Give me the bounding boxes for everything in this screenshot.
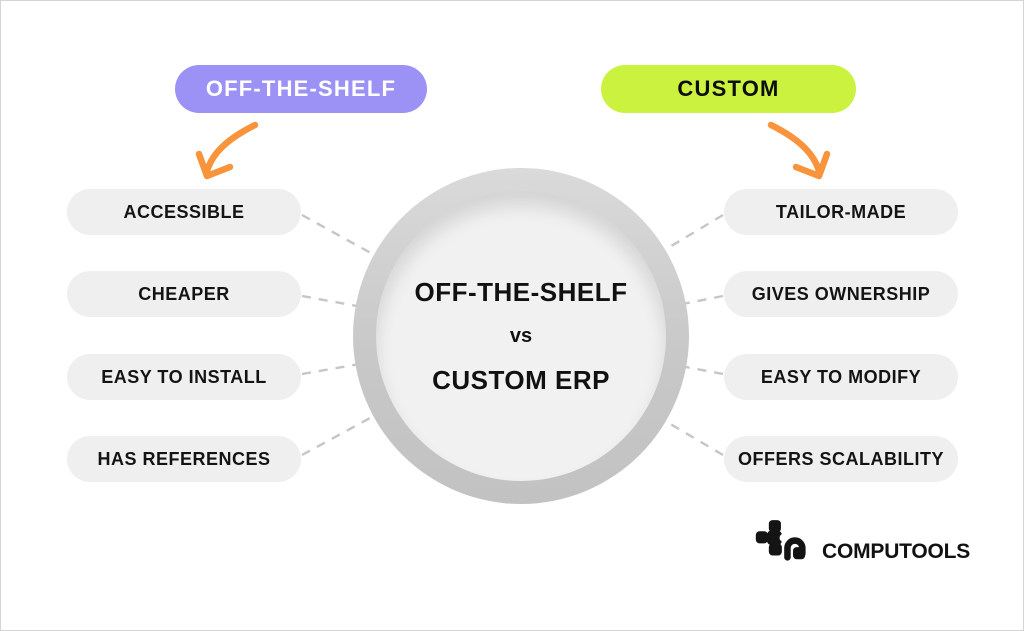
tag-off-the-shelf: OFF-THE-SHELF — [175, 65, 427, 113]
right-arrowhead-icon — [792, 150, 831, 180]
computools-logo-text: COMPUTOOLS — [822, 540, 971, 563]
left-arrowhead-icon — [195, 150, 234, 180]
orange-arrows — [195, 121, 831, 180]
pill-offers-scalability: OFFERS SCALABILITY — [724, 436, 958, 482]
center-circle: OFF-THE-SHELF vs CUSTOM ERP — [376, 191, 666, 481]
connector-cheaper — [301, 294, 522, 338]
pill-easy-to-install: EASY TO INSTALL — [67, 354, 301, 400]
left-curved-arrow-icon — [203, 121, 259, 175]
tag-custom: CUSTOM — [601, 65, 856, 113]
center-title-line1: OFF-THE-SHELF — [414, 277, 628, 307]
connector-easy-to-install — [301, 334, 522, 376]
computools-logo: COMPUTOOLS — [753, 520, 970, 563]
pill-gives-ownership: GIVES OWNERSHIP — [724, 271, 958, 317]
right-curved-arrow-icon — [767, 121, 823, 175]
computools-logo-icon — [755, 520, 806, 561]
pill-tailor-made: TAILOR-MADE — [724, 189, 958, 235]
pill-accessible: ACCESSIBLE — [67, 189, 301, 235]
pill-has-references: HAS REFERENCES — [67, 436, 301, 482]
connector-tailor-made — [520, 213, 724, 338]
center-vs-label: vs — [509, 325, 533, 347]
pill-easy-to-modify: EASY TO MODIFY — [724, 354, 958, 400]
center-title-line2: CUSTOM ERP — [432, 365, 610, 395]
center-circle-ring: OFF-THE-SHELF vs CUSTOM ERP — [353, 168, 689, 504]
pill-cheaper: CHEAPER — [67, 271, 301, 317]
